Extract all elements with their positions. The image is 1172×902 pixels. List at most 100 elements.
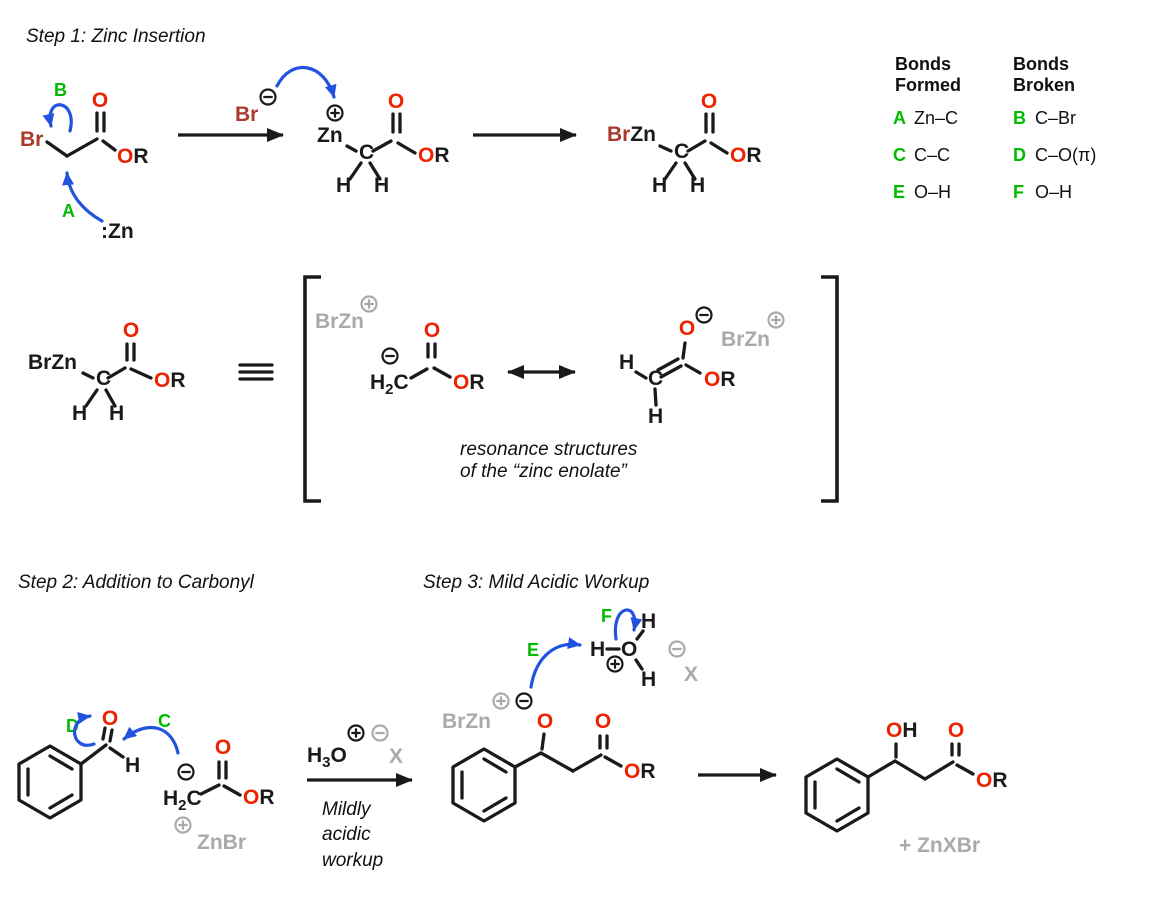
cc-double-bond xyxy=(659,364,683,379)
hydroxyl-oxygen: O xyxy=(886,719,902,742)
ester-oxygen: O xyxy=(117,145,133,168)
minus-charge-icon xyxy=(668,640,686,658)
minus-charge-icon xyxy=(371,724,389,742)
plus-charge-icon xyxy=(767,311,785,329)
bond-c-h xyxy=(84,388,99,408)
ester-group: OR xyxy=(730,144,762,167)
curved-arrow-a-icon xyxy=(62,171,104,223)
hydrogen: H xyxy=(619,351,634,374)
znbr-counterion-label: ZnBr xyxy=(197,831,246,854)
table-key: B xyxy=(1013,108,1026,128)
bond-c-o xyxy=(684,363,702,375)
bond-o-h xyxy=(635,629,645,641)
zinc-enolate-ionic-structure: H2C O OR ZnBr xyxy=(163,736,275,854)
bonds-table: Bonds Formed Bonds Broken A Zn–C B C–Br … xyxy=(893,54,1096,202)
hydrogen: H xyxy=(374,174,389,197)
bond-label-e: E xyxy=(527,640,539,660)
bond-c-c xyxy=(371,139,393,153)
methylene-group: H2C xyxy=(370,371,409,398)
table-key: C xyxy=(893,145,906,165)
r-group: R xyxy=(640,760,655,783)
right-bracket-icon xyxy=(821,275,839,503)
bond-zn-c xyxy=(345,144,358,153)
carbonyl-oxygen: O xyxy=(595,710,611,733)
table-bond: C–O(π) xyxy=(1035,145,1096,165)
bond-c-c xyxy=(571,753,603,773)
hydrogen: H xyxy=(370,371,385,394)
hydrogen: H xyxy=(641,610,656,633)
ester-oxygen: O xyxy=(624,760,640,783)
brzn-group: BrZn xyxy=(28,351,77,374)
table-bond: C–C xyxy=(914,145,950,165)
ring-double-bond xyxy=(482,757,508,774)
bond-c-h xyxy=(348,161,363,181)
beta-hydroxy-ester-product: OH O OR + ZnXBr xyxy=(804,719,1008,857)
ring-double-bond xyxy=(835,767,861,784)
bond-label-a: A xyxy=(62,201,75,221)
hydrogen: H xyxy=(336,174,351,197)
hydronium-reagent: H3O xyxy=(307,744,347,771)
byproduct-label: + ZnXBr xyxy=(899,834,980,857)
ester-oxygen: O xyxy=(243,786,259,809)
workup-note: workup xyxy=(322,850,383,871)
methylene-group: H2C xyxy=(163,787,202,814)
plus-charge-icon xyxy=(606,655,624,673)
subscript: 3 xyxy=(322,754,330,771)
zinc-label: Zn xyxy=(317,124,343,147)
r-group: R xyxy=(259,786,274,809)
carbonyl-oxygen: O xyxy=(102,707,118,730)
bond-c-h xyxy=(683,161,697,181)
plus-charge-icon xyxy=(174,816,192,834)
counterion-x-label: X xyxy=(389,745,403,768)
hydrogen: H xyxy=(163,787,178,810)
step3-title: Step 3: Mild Acidic Workup xyxy=(423,572,649,593)
bond-c-h xyxy=(368,161,382,181)
enolate-resonance-structure: H C H O BrZn OR xyxy=(619,306,785,428)
bond-label-b: B xyxy=(54,80,67,100)
carbonyl-double-bond xyxy=(108,728,114,743)
table-bond: O–H xyxy=(1035,182,1072,202)
bond-zn-c xyxy=(658,144,673,153)
bond-ring-c xyxy=(866,759,897,779)
subscript: 2 xyxy=(385,381,393,398)
hydrogen: H xyxy=(307,744,322,767)
bond-ring-c xyxy=(79,743,108,766)
bond-c-h xyxy=(653,387,658,407)
bond-h-c xyxy=(634,370,648,380)
vinyl-carbon: C xyxy=(648,367,663,390)
ester-oxygen: O xyxy=(704,368,720,391)
curved-arrow-e-icon xyxy=(529,637,582,689)
bond-c-c xyxy=(106,366,127,380)
table-bond: C–Br xyxy=(1035,108,1076,128)
ester-group: OR xyxy=(243,786,275,809)
zinc-ion-pair-structure: Br Zn C H H O OR xyxy=(235,65,450,197)
bond-c-o xyxy=(396,141,417,155)
cc-double-bond xyxy=(656,357,680,372)
curved-arrow-c-icon xyxy=(122,725,180,755)
bond-c-c xyxy=(539,751,575,773)
hydroxyl-hydrogen: H xyxy=(902,719,917,742)
hydrogen: H xyxy=(109,402,124,425)
bond-c-c xyxy=(65,137,99,158)
step2-title: Step 2: Addition to Carbonyl xyxy=(18,572,255,593)
plus-charge-icon xyxy=(492,692,510,710)
zinc-alkoxide-structure: E BrZn O O OR xyxy=(442,637,656,823)
bromine-label: Br xyxy=(20,128,43,151)
r-group: R xyxy=(469,371,484,394)
bond-c-o xyxy=(709,141,729,155)
bond-c-c xyxy=(923,760,955,781)
carbonyl-oxygen: O xyxy=(948,719,964,742)
r-group: R xyxy=(720,368,735,391)
table-key: F xyxy=(1013,182,1024,202)
r-group: R xyxy=(746,144,761,167)
zinc-reagent: :Zn xyxy=(101,220,134,243)
plus-charge-icon xyxy=(360,295,378,313)
alpha-carbon: C xyxy=(674,140,689,163)
hydrogen: H xyxy=(652,174,667,197)
ester-group: OR xyxy=(453,371,485,394)
plus-charge-icon xyxy=(326,104,344,122)
brzn-cation-label: BrZn xyxy=(315,310,364,333)
hydrogen: H xyxy=(641,668,656,691)
curved-arrow-br-to-zn-icon xyxy=(275,65,337,99)
bond-c-o xyxy=(540,732,546,751)
